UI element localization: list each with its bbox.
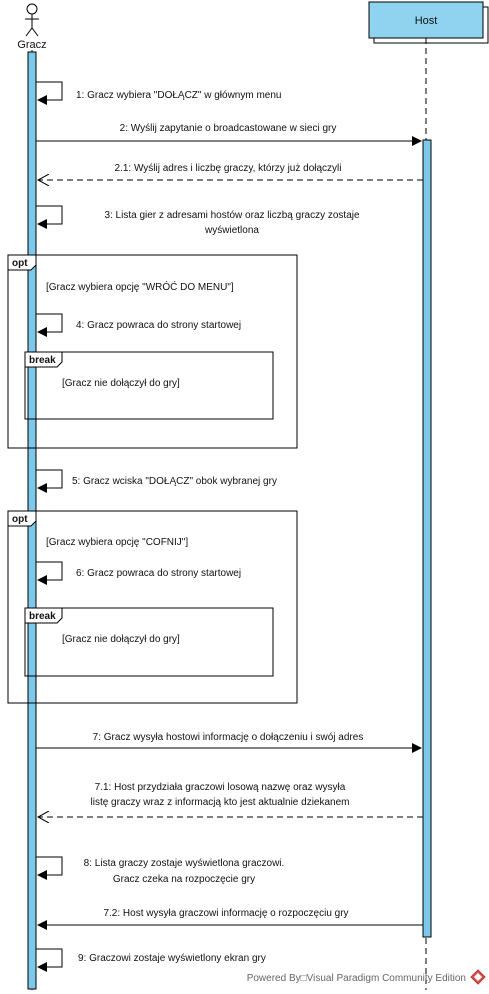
actor-head-icon (26, 3, 38, 15)
message-8-arrow (36, 856, 63, 880)
opt-fragment-1-guard: [Gracz wybiera opcję "WRÓĆ DO MENU"] (46, 280, 234, 293)
message-9: 9: Graczowi zostaje wyświetlony ekran gr… (36, 948, 266, 972)
actor-gracz: Gracz (17, 3, 47, 51)
message-8: 8: Lista graczy zostaje wyświetlona grac… (36, 856, 285, 885)
break-fragment-1-frame (24, 351, 274, 420)
message-3-label-line2: wyświetlona (204, 225, 259, 236)
message-2-1: 2.1: Wyślij adres i liczbę graczy, którz… (38, 163, 423, 180)
message-3-arrow (36, 205, 63, 229)
message-4: 4: Gracz powraca do strony startowej (36, 313, 241, 337)
message-9-arrow (36, 948, 63, 972)
actor-leg-left (25, 27, 33, 37)
message-6: 6: Gracz powraca do strony startowej (36, 561, 241, 585)
break-fragment-2: break [Gracz nie dołączył do gry] (24, 607, 274, 677)
message-2-1-label: 2.1: Wyślij adres i liczbę graczy, którz… (114, 163, 341, 174)
opt-fragment-1: opt [Gracz wybiera opcję "WRÓĆ DO MENU"] (7, 254, 298, 449)
break-fragment-2-guard: [Gracz nie dołączył do gry] (62, 634, 180, 645)
footer-text: Powered By□Visual Paradigm Community Edi… (247, 973, 466, 984)
message-5-label: 5: Gracz wciska "DOŁĄCZ" obok wybranej g… (72, 476, 277, 487)
message-2-label: 2: Wyślij zapytanie o broadcastowane w s… (120, 123, 337, 134)
message-1-arrow (36, 81, 63, 105)
actor-label: Gracz (17, 39, 46, 51)
opt-fragment-2-frame (7, 510, 298, 704)
message-4-label: 4: Gracz powraca do strony startowej (76, 320, 241, 331)
message-5: 5: Gracz wciska "DOŁĄCZ" obok wybranej g… (36, 469, 277, 493)
break-fragment-2-tag-box (24, 607, 63, 624)
message-7-1: 7.1: Host przydziała graczowi losową naz… (38, 782, 423, 817)
message-9-label: 9: Graczowi zostaje wyświetlony ekran gr… (78, 953, 266, 964)
opt-fragment-1-tag-box (7, 254, 37, 271)
message-4-arrow (36, 313, 63, 337)
opt-fragment-1-frame (7, 254, 298, 449)
opt-fragment-2-guard: [Gracz wybiera opcję "COFNIJ"] (46, 537, 188, 548)
footer-watermark: Powered By□Visual Paradigm Community Edi… (247, 969, 486, 985)
host-box (368, 1, 484, 39)
break-fragment-1: break [Gracz nie dołączył do gry] (24, 351, 274, 420)
host-label: Host (415, 15, 438, 27)
message-3: 3: Lista gier z adresami hostów oraz lic… (36, 205, 360, 236)
break-fragment-2-tag: break (29, 611, 56, 622)
message-7-2-label: 7.2: Host wysyła graczowi informację o r… (103, 908, 348, 919)
message-1: 1: Gracz wybiera "DOŁĄCZ" w głównym menu (36, 81, 282, 105)
message-7: 7: Gracz wysyła hostowi informację o doł… (36, 732, 422, 753)
message-2: 2: Wyślij zapytanie o broadcastowane w s… (36, 123, 422, 146)
message-7-1-label-line1: 7.1: Host przydziała graczowi losową naz… (95, 782, 346, 793)
opt-fragment-2-tag: opt (12, 514, 28, 525)
break-fragment-2-frame (24, 607, 274, 677)
break-fragment-1-guard: [Gracz nie dołączył do gry] (62, 378, 180, 389)
actor-leg-right (31, 27, 39, 37)
break-fragment-1-tag-box (24, 351, 63, 368)
message-6-label: 6: Gracz powraca do strony startowej (76, 568, 241, 579)
opt-fragment-2: opt [Gracz wybiera opcję "COFNIJ"] (7, 510, 298, 704)
message-5-arrow (36, 469, 63, 493)
opt-fragment-1-tag: opt (12, 258, 28, 269)
message-7-2: 7.2: Host wysyła graczowi informację o r… (37, 908, 423, 930)
participant-host: Host (368, 1, 489, 44)
visual-paradigm-logo-icon (470, 969, 486, 985)
break-fragment-1-tag: break (29, 355, 56, 366)
message-6-arrow (36, 561, 63, 585)
message-7-1-label-line2: listę graczy wraz z informacją kto jest … (91, 797, 350, 808)
message-1-label: 1: Gracz wybiera "DOŁĄCZ" w głównym menu (76, 90, 282, 101)
message-8-label-line1: 8: Lista graczy zostaje wyświetlona grac… (84, 858, 285, 869)
message-7-label: 7: Gracz wysyła hostowi informację o doł… (93, 732, 364, 743)
message-3-label-line1: 3: Lista gier z adresami hostów oraz lic… (104, 210, 360, 221)
opt-fragment-2-tag-box (7, 510, 37, 527)
host-activation-bar (422, 139, 432, 938)
message-8-label-line2: Gracz czeka na rozpoczęcie gry (113, 874, 255, 885)
